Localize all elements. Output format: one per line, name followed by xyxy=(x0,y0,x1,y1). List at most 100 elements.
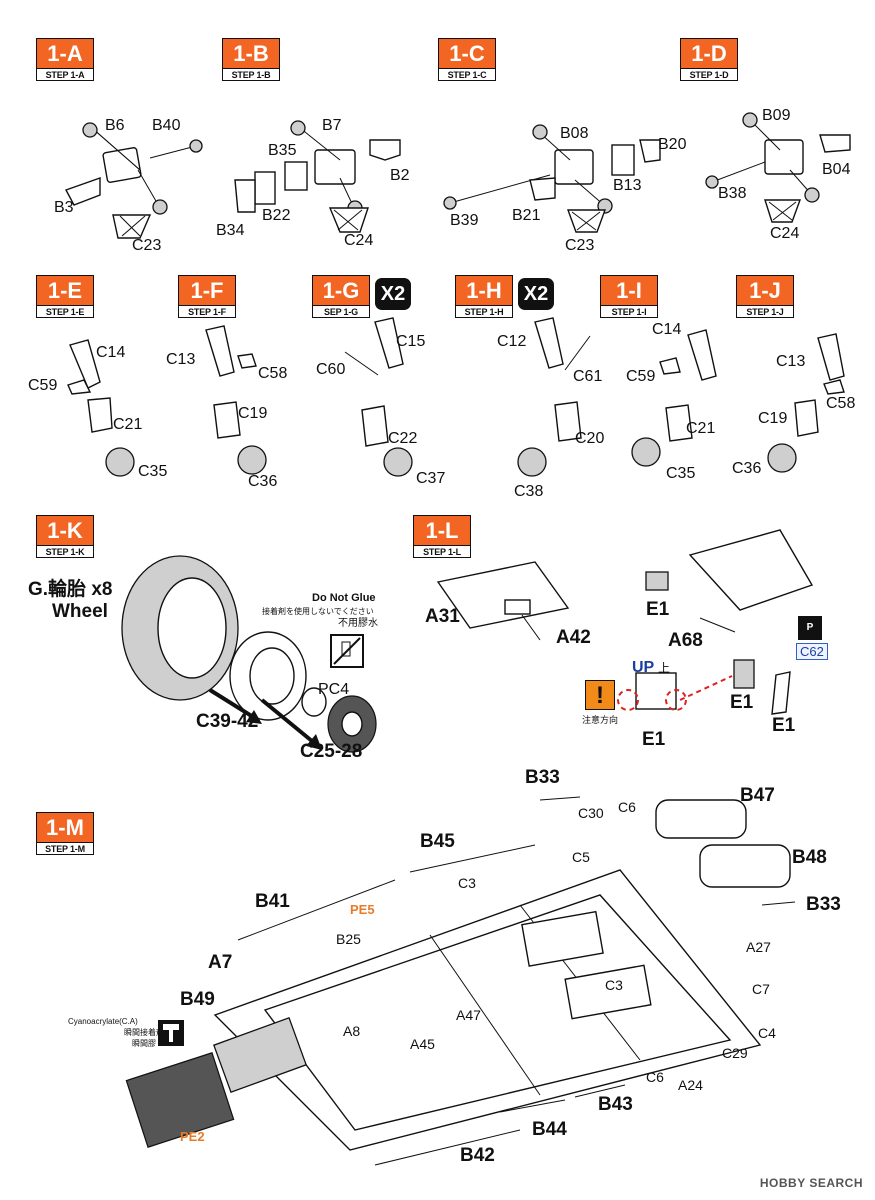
part-label: B38 xyxy=(718,185,747,202)
part-label: C12 xyxy=(497,333,527,350)
step-number: 1-M xyxy=(36,812,94,842)
part-label: C35 xyxy=(666,465,696,482)
part-label: C21 xyxy=(686,420,716,437)
part-label: C36 xyxy=(732,460,762,477)
part-label: C37 xyxy=(416,470,446,487)
part-label: B7 xyxy=(322,117,342,134)
step-subtitle: STEP 1-E xyxy=(36,305,94,318)
step-number: 1-I xyxy=(600,275,658,305)
part-label: A7 xyxy=(208,952,233,973)
step-number: 1-H xyxy=(455,275,513,305)
part-label: C19 xyxy=(758,410,788,427)
step-subtitle: STEP 1-F xyxy=(178,305,236,318)
part-label: B08 xyxy=(560,125,589,142)
part-label: C38 xyxy=(514,483,544,500)
part-label: E1 xyxy=(646,599,670,620)
part-label: C60 xyxy=(316,361,346,378)
part-label: B25 xyxy=(336,931,361,947)
part-label: A68 xyxy=(668,630,703,651)
wheel-label-en: Wheel xyxy=(52,601,108,622)
axle-assembly-1a xyxy=(64,122,203,239)
step-subtitle: SEP 1-G xyxy=(312,305,370,318)
part-label: B04 xyxy=(822,161,851,178)
part-label: B43 xyxy=(598,1094,633,1115)
step-subtitle: STEP 1-D xyxy=(680,68,738,81)
watermark: HOBBY SEARCH xyxy=(759,1176,863,1190)
part-label: B09 xyxy=(762,107,791,124)
part-label: A42 xyxy=(556,627,591,648)
part-label: B6 xyxy=(105,117,125,134)
step-number: 1-A xyxy=(36,38,94,68)
part-label: B3 xyxy=(54,199,74,216)
wheel-label-cn: G.輪胎 x8 xyxy=(28,579,113,600)
part-label: C4 xyxy=(758,1025,776,1041)
glue-note-en: Cyanoacrylate(C.A) xyxy=(68,1017,138,1026)
step-number: 1-L xyxy=(413,515,471,545)
part-label: B35 xyxy=(268,142,297,159)
part-label: C61 xyxy=(573,368,603,385)
glue-note-jp: 瞬間接着剤 xyxy=(124,1028,164,1037)
part-label: E1 xyxy=(730,692,754,713)
part-label: C3 xyxy=(458,875,476,891)
caution-label: 注意方向 xyxy=(582,715,619,725)
part-label: C36 xyxy=(248,473,278,490)
up-label: UP xyxy=(632,659,655,676)
step-subtitle: STEP 1-B xyxy=(222,68,280,81)
part-label: C20 xyxy=(575,430,605,447)
part-label: C6 xyxy=(618,799,636,815)
part-label: B40 xyxy=(152,117,181,134)
part-label: C58 xyxy=(258,365,288,382)
part-label: C13 xyxy=(166,351,196,368)
part-label: A31 xyxy=(425,606,460,627)
step-number: 1-C xyxy=(438,38,496,68)
part-label: C35 xyxy=(138,463,168,480)
axle-assembly-1d xyxy=(705,112,851,223)
part-label: B22 xyxy=(262,207,291,224)
part-label: E1 xyxy=(772,715,796,736)
part-label: B45 xyxy=(420,831,455,852)
part-label: B41 xyxy=(255,891,290,912)
part-label: C24 xyxy=(770,225,800,242)
part-label: C30 xyxy=(578,805,604,821)
part-label: B33 xyxy=(806,894,841,915)
step-number: 1-K xyxy=(36,515,94,545)
glue-icon xyxy=(158,1020,184,1046)
step-subtitle: STEP 1-H xyxy=(455,305,513,318)
step-subtitle: STEP 1-L xyxy=(413,545,471,558)
part-label: C19 xyxy=(238,405,268,422)
part-label: C15 xyxy=(396,333,426,350)
part-label: B42 xyxy=(460,1145,495,1166)
part-label: B13 xyxy=(613,177,642,194)
part-label: C6 xyxy=(646,1069,664,1085)
step-number: 1-D xyxy=(680,38,738,68)
part-label: B39 xyxy=(450,212,479,229)
part-label: A45 xyxy=(410,1036,435,1052)
part-label: B20 xyxy=(658,136,687,153)
step-number: 1-F xyxy=(178,275,236,305)
part-label: C14 xyxy=(652,321,682,338)
part-label: E1 xyxy=(642,729,666,750)
warning-icon: ! xyxy=(585,680,615,710)
photo-etch-label: PE2 xyxy=(180,1129,205,1144)
hull-floor-1m xyxy=(125,796,796,1166)
part-label: A24 xyxy=(678,1077,703,1093)
no-glue-icon xyxy=(330,634,364,668)
photo-etch-label: PE5 xyxy=(350,902,375,917)
step-subtitle: STEP 1-I xyxy=(600,305,658,318)
axle-assembly-1c xyxy=(443,124,661,233)
photo-etch-icon: P xyxy=(798,616,822,640)
part-label: B33 xyxy=(525,767,560,788)
part-label: PC4 xyxy=(318,681,350,698)
part-label-boxed: C62 xyxy=(796,643,828,660)
multiplier-badge-h: X2 xyxy=(518,278,554,310)
